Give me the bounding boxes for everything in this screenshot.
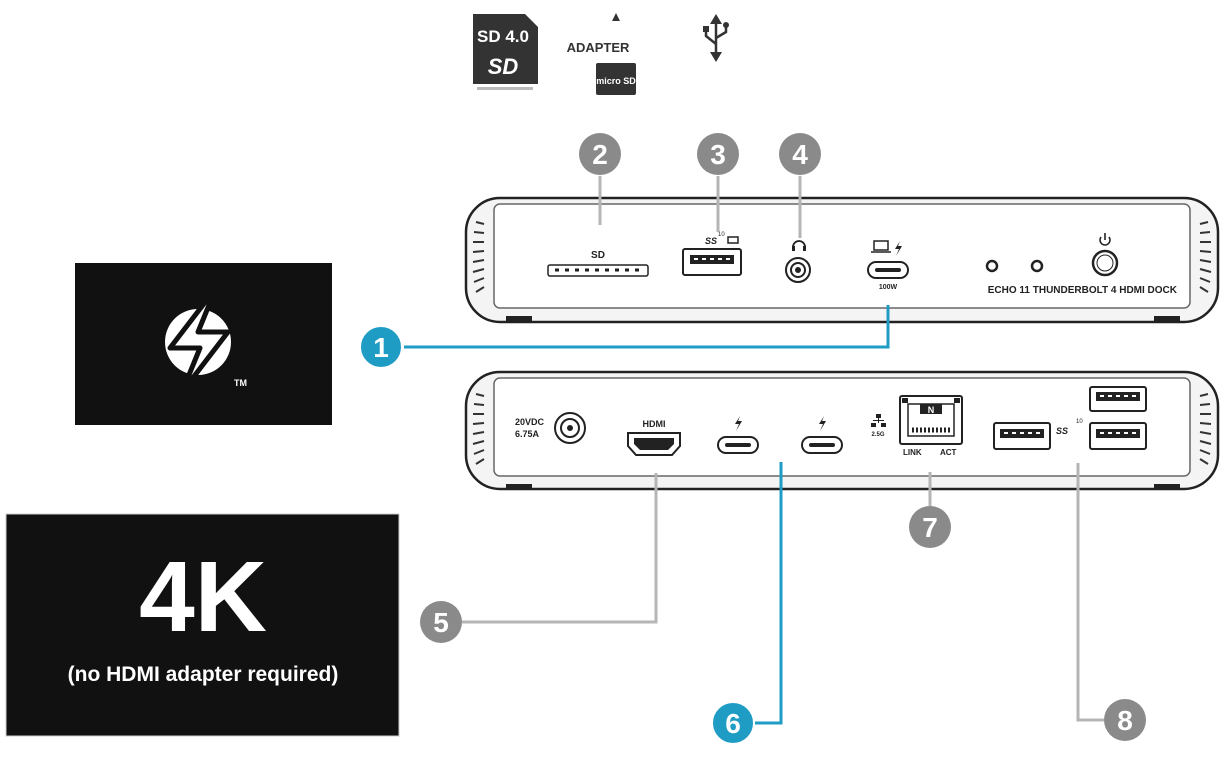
leader-lines [404, 176, 1104, 725]
back-usb-a-port-1[interactable] [993, 422, 1051, 450]
svg-text:N: N [928, 405, 935, 415]
front-left-grip [472, 221, 485, 293]
callout-7: 7 [909, 506, 951, 548]
callout-6: 6 [711, 701, 755, 745]
back-left-grip [472, 393, 485, 465]
front-usb-a-port[interactable] [682, 248, 742, 276]
thunderbolt-port-2[interactable] [801, 436, 843, 454]
product-name: ECHO 11 THUNDERBOLT 4 HDMI DOCK [988, 285, 1178, 296]
thunderbolt-icon-2 [819, 416, 826, 431]
front-usb-ss-label: SS [705, 236, 717, 246]
callout-8: 8 [1104, 699, 1146, 741]
thunderbolt-badge: TM [75, 263, 332, 425]
svg-text:2: 2 [592, 139, 608, 170]
front-usb-speed: 10 [718, 232, 725, 238]
thunderbolt-icon-1 [735, 416, 742, 431]
laptop-icon [871, 240, 891, 253]
dc-power-jack[interactable] [554, 412, 586, 444]
sd-card-icon: SD 4.0 SD [473, 14, 538, 90]
leader-8 [1076, 463, 1104, 722]
callout-5: 5 [420, 601, 462, 643]
thunderbolt-port-1[interactable] [717, 436, 759, 454]
network-icon [871, 414, 886, 427]
act-label: ACT [940, 448, 957, 457]
svg-text:7: 7 [922, 512, 938, 543]
micro-sd-logo: micro SD [596, 76, 636, 86]
ethernet-port[interactable]: N [899, 395, 963, 445]
front-usb-c-port[interactable] [867, 261, 909, 279]
back-usb-ss-label: SS [1056, 426, 1068, 436]
leader-5 [462, 473, 658, 624]
svg-text:3: 3 [710, 139, 726, 170]
hdmi-port[interactable] [627, 432, 681, 456]
front-right-grip [1199, 221, 1212, 293]
svg-text:1: 1 [373, 332, 389, 363]
svg-text:8: 8 [1117, 705, 1133, 736]
link-label: LINK [903, 448, 922, 457]
sd-logo: SD [488, 54, 519, 79]
leader-6 [752, 462, 783, 725]
status-led-2 [1030, 259, 1044, 273]
dc-current-label: 6.75A [515, 429, 540, 439]
dc-voltage-label: 20VDC [515, 417, 545, 427]
power-button[interactable] [1091, 249, 1119, 277]
dock-back-panel: 20VDC 6.75A HDMI [464, 370, 1220, 491]
back-usb-a-port-3[interactable] [1089, 422, 1147, 450]
dock-front-panel: SD SS 10 [464, 196, 1220, 324]
svg-text:5: 5 [433, 607, 449, 638]
status-led-1 [985, 259, 999, 273]
svg-text:6: 6 [725, 708, 741, 739]
power-symbol-icon [1099, 233, 1111, 246]
sd-version-label: SD 4.0 [477, 27, 529, 46]
micro-sd-adapter-icon: ADAPTER micro SD [567, 13, 636, 95]
usb-symbol-icon [703, 14, 729, 62]
headphone-icon [792, 240, 806, 251]
usb-c-power-label: 100W [879, 284, 898, 291]
front-sd-label: SD [591, 250, 605, 261]
adapter-label: ADAPTER [567, 40, 630, 55]
back-usb-a-port-2[interactable] [1089, 386, 1147, 412]
audio-jack[interactable] [785, 257, 811, 283]
svg-text:4: 4 [792, 139, 808, 170]
fourk-badge: 4K (no HDMI adapter required) [5, 513, 400, 737]
callout-1: 1 [359, 325, 403, 369]
battery-charge-icon [727, 236, 739, 244]
hdmi-label: HDMI [643, 419, 666, 429]
fourk-title: 4K [139, 541, 267, 653]
sd-card-slot[interactable] [547, 264, 649, 277]
callout-2: 2 [579, 133, 621, 175]
callout-4: 4 [779, 133, 821, 175]
callout-3: 3 [697, 133, 739, 175]
fourk-subtitle: (no HDMI adapter required) [68, 663, 339, 686]
back-right-grip [1199, 393, 1212, 465]
ethernet-speed-label: 2.5G [871, 432, 884, 438]
front-thunderbolt-icon [895, 241, 902, 256]
thunderbolt-trademark: TM [234, 378, 247, 388]
back-usb-speed: 10 [1076, 419, 1083, 425]
leader-1 [404, 305, 890, 349]
